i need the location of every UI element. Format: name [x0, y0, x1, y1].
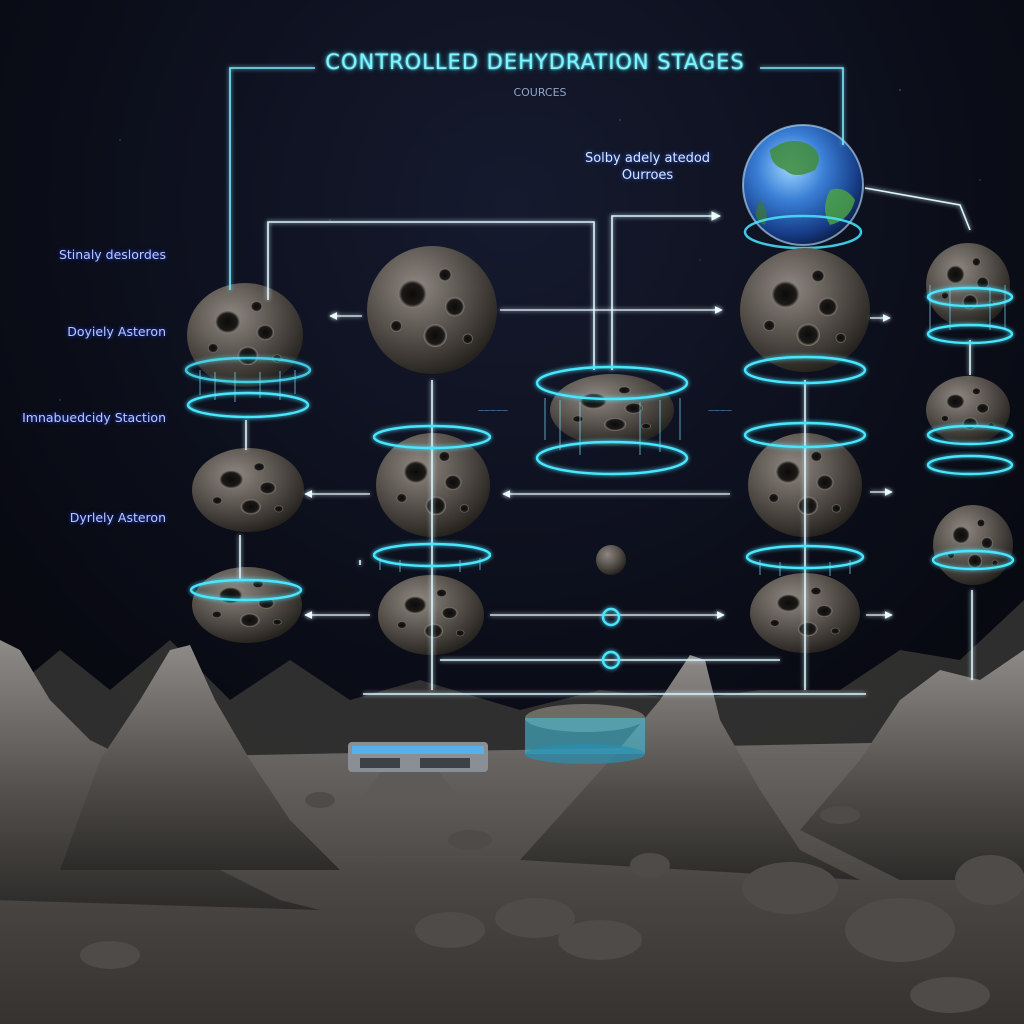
earth-globe	[742, 124, 864, 250]
side-label-1: Stinaly deslordes	[58, 247, 166, 262]
diagram-title: CONTROLLED DEHYDRATION STAGES	[325, 50, 745, 74]
stage-rings	[184, 286, 1015, 670]
station-tag-right: ————	[708, 407, 732, 414]
earth-annotation-line-2: Ourroes	[621, 168, 674, 183]
side-label-2: Doyiely Asteron	[67, 324, 166, 339]
flow-arrows	[304, 306, 893, 619]
diagram-subtitle: COURCES	[513, 86, 567, 99]
earth-annotation: Solby adely atedod Ourroes	[560, 150, 735, 184]
water-drips	[199, 285, 1006, 576]
title-frame	[229, 67, 844, 290]
connector-lines	[239, 187, 973, 695]
station-tag-left: —————	[478, 407, 508, 414]
earth-annotation-line-1: Solby adely atedod	[584, 151, 711, 166]
side-label-3: Imnabuedcidy Staction	[22, 410, 166, 425]
ground-dehydration-tank	[525, 704, 645, 764]
ground-base-station	[348, 742, 488, 772]
side-label-4: Dyrlely Asteron	[69, 510, 166, 525]
